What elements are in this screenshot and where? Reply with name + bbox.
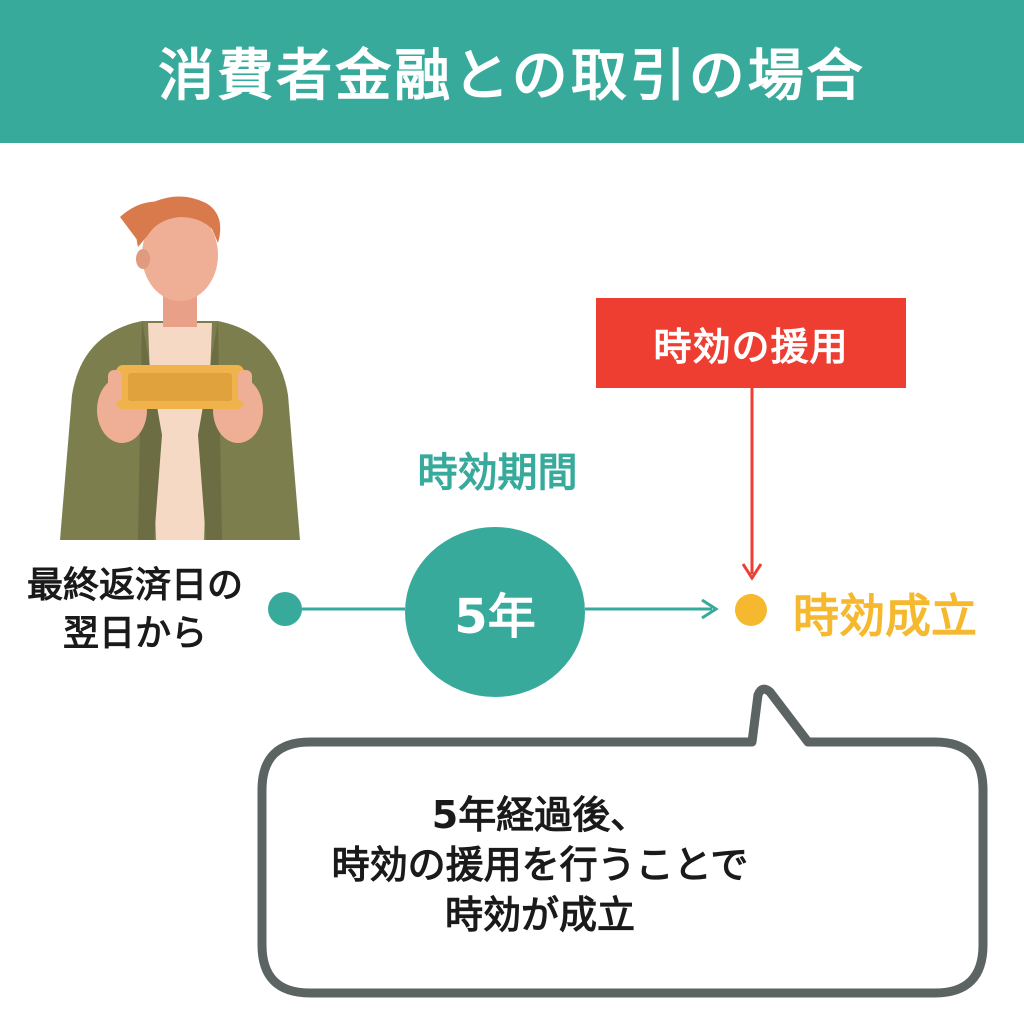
invoke-label: 時効の援用 bbox=[653, 324, 849, 369]
end-dot bbox=[735, 594, 767, 626]
start-dot bbox=[268, 592, 302, 626]
bubble-text: 5年経過後、 時効の援用を行うことで 時効が成立 bbox=[250, 790, 830, 940]
start-label: 最終返済日の 翌日から bbox=[10, 562, 260, 657]
bubble-line3: 時効が成立 bbox=[444, 893, 635, 938]
end-label: 時効成立 bbox=[793, 589, 977, 643]
period-value: 5年 bbox=[454, 589, 536, 645]
page-title: 消費者金融との取引の場合 bbox=[158, 44, 866, 109]
start-label-line2: 翌日から bbox=[62, 612, 207, 654]
header-banner: 消費者金融との取引の場合 bbox=[0, 0, 1024, 143]
period-circle: 5年 bbox=[405, 527, 585, 697]
period-label: 時効期間 bbox=[417, 450, 578, 496]
person-with-phone-illustration bbox=[60, 196, 300, 540]
speech-bubble-outline bbox=[257, 684, 988, 998]
bubble-line2: 時効の援用を行うことで bbox=[331, 843, 749, 888]
invoke-box: 時効の援用 bbox=[596, 298, 906, 388]
start-label-line1: 最終返済日の bbox=[26, 565, 243, 606]
bubble-line1: 5年経過後、 bbox=[431, 793, 649, 837]
